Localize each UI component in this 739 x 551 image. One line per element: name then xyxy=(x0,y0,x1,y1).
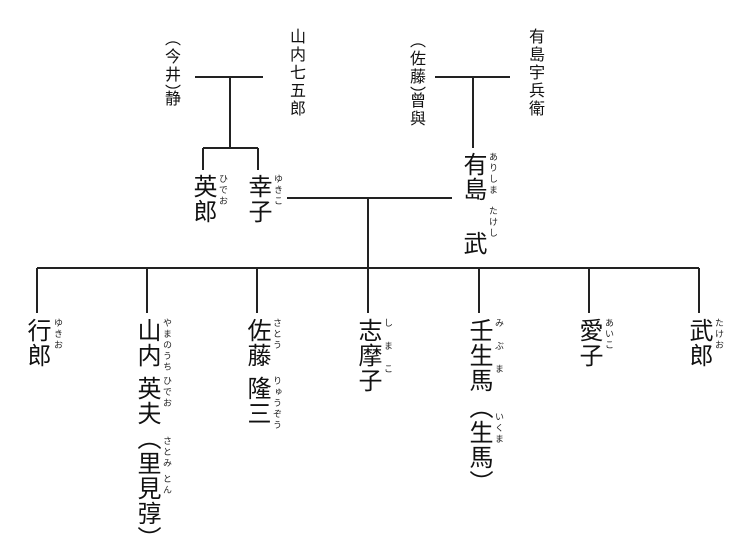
child-hideo-ruby-given: ひでお xyxy=(161,376,171,409)
sachiko-ruby: ゆきこ xyxy=(272,174,282,207)
child-ryuzo-ruby-given: りゅうぞう xyxy=(271,376,281,431)
arishima-mother-name: 曾與 xyxy=(407,92,426,128)
takeshi-name: 有島 武 xyxy=(459,152,487,256)
child-mibuma-alt-name: （生馬） xyxy=(465,395,493,495)
child-aiko-name: 愛子 xyxy=(575,318,603,368)
child-mibuma-ruby: み ぶ ま xyxy=(493,318,503,375)
child-mibuma-name: 壬生馬 xyxy=(465,318,493,393)
arishima-father-name: 有島宇兵衛 xyxy=(526,28,545,118)
eiro-name: 英郎 xyxy=(189,174,217,224)
eiro-ruby: ひでお xyxy=(217,174,227,207)
child-hideo-ruby-surname: やまのうち xyxy=(161,318,171,373)
child-ryuzo-given: 隆三 xyxy=(243,376,271,426)
family-tree-lines xyxy=(36,76,700,313)
child-shimako-name: 志摩子 xyxy=(354,318,382,393)
child-hideo-given: 英夫（里見弴） xyxy=(133,376,161,551)
yamanouchi-father-name: 山内七五郎 xyxy=(287,28,306,118)
child-hideo-ruby-pen-surname: さとみ xyxy=(161,436,171,469)
child-ryuzo-surname: 佐藤 xyxy=(243,318,271,368)
child-aiko-ruby: あいこ xyxy=(603,318,613,351)
child-takeo-name: 武郎 xyxy=(685,318,713,368)
takeshi-ruby-given: たけし xyxy=(487,206,497,239)
child-hideo-surname: 山内 xyxy=(133,318,161,368)
child-yukio-name: 行郎 xyxy=(23,318,51,368)
child-shimako-ruby: し ま こ xyxy=(382,318,392,375)
child-takeo-ruby: たけお xyxy=(713,318,723,351)
takeshi-ruby-surname: ありしま xyxy=(487,152,497,196)
arishima-mother-maiden-name: （佐藤） xyxy=(407,32,426,104)
yamanouchi-mother-maiden-name: （今井） xyxy=(162,30,181,102)
child-hideo-ruby-pen-given: とん xyxy=(161,474,171,496)
sachiko-name: 幸子 xyxy=(244,174,272,224)
child-yukio-ruby: ゆきお xyxy=(52,318,62,351)
child-ryuzo-ruby-surname: さとう xyxy=(271,318,281,351)
child-mibuma-alt-ruby: いくま xyxy=(493,412,503,445)
yamanouchi-mother-name: 静 xyxy=(162,90,181,108)
